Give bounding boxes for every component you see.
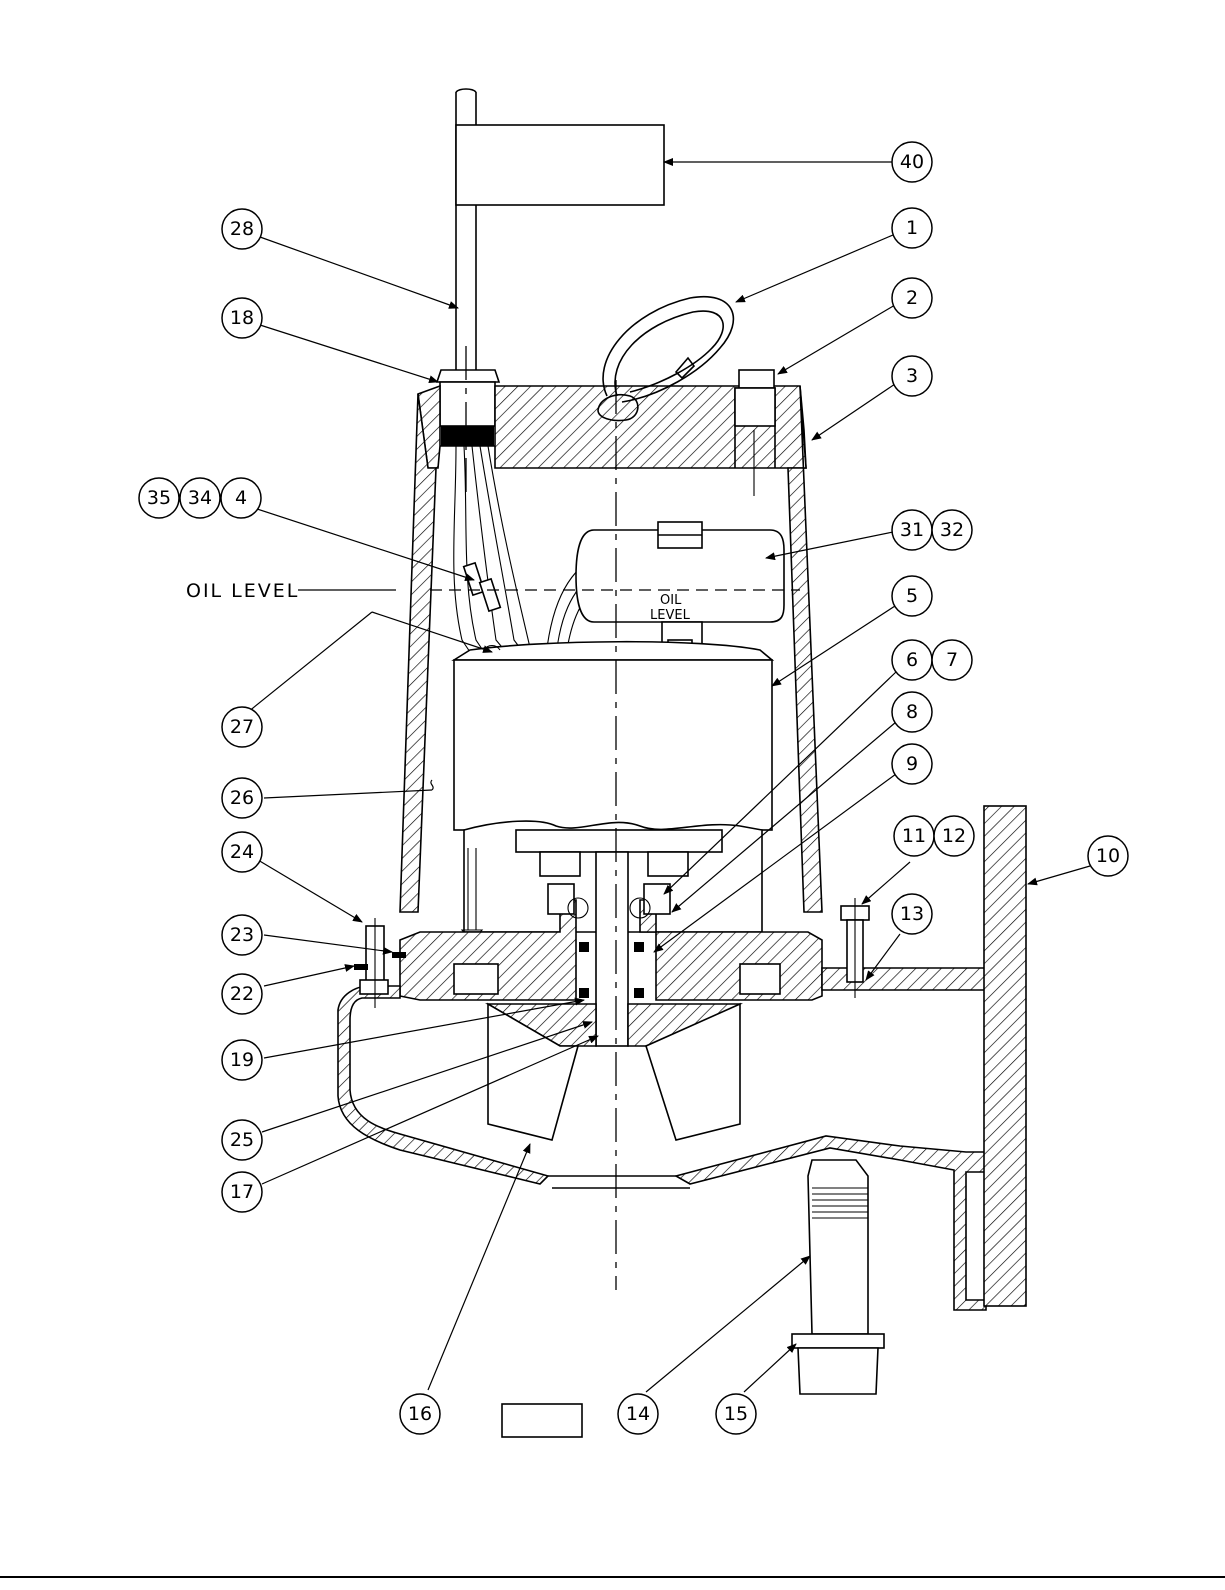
- callout-28: 28: [230, 218, 254, 240]
- callout-15: 15: [724, 1403, 748, 1425]
- discharge-flange: [984, 806, 1026, 1306]
- motor-shaft: [596, 852, 628, 1046]
- callout-24: 24: [230, 841, 254, 863]
- callout-32: 32: [940, 519, 964, 541]
- callout-2: 2: [906, 287, 918, 309]
- callout-16: 16: [408, 1403, 432, 1425]
- callout-18: 18: [230, 307, 254, 329]
- capacitor-oil-label: OIL: [660, 593, 682, 608]
- callout-8: 8: [906, 701, 918, 723]
- callout-22: 22: [230, 983, 254, 1005]
- callout-26: 26: [230, 787, 254, 809]
- oil-level-label: OIL LEVEL: [186, 580, 299, 602]
- callout-4: 4: [235, 487, 247, 509]
- capacitor: OIL LEVEL: [576, 522, 784, 656]
- callout-17: 17: [230, 1181, 254, 1203]
- callout-12: 12: [942, 825, 966, 847]
- callout-40: 40: [900, 151, 924, 173]
- callout-19: 19: [230, 1049, 254, 1071]
- capacitor-level-label: LEVEL: [650, 608, 691, 623]
- callout-34: 34: [188, 487, 212, 509]
- callout-13: 13: [900, 903, 924, 925]
- callout-6: 6: [906, 649, 918, 671]
- callout-23: 23: [230, 924, 254, 946]
- label-box: [502, 1404, 582, 1437]
- callout-25: 25: [230, 1129, 254, 1151]
- callout-31: 31: [900, 519, 924, 541]
- callout-7: 7: [946, 649, 958, 671]
- float-switch: [456, 89, 664, 372]
- callout-1: 1: [906, 217, 918, 239]
- callout-10: 10: [1096, 845, 1120, 867]
- callout-11: 11: [902, 825, 926, 847]
- suction-nozzle: [792, 1160, 884, 1394]
- callout-9: 9: [906, 753, 918, 775]
- callout-5: 5: [906, 585, 918, 607]
- cord-grip: [437, 370, 499, 446]
- callout-35: 35: [147, 487, 171, 509]
- callout-14: 14: [626, 1403, 650, 1425]
- callout-27: 27: [230, 716, 254, 738]
- callout-3: 3: [906, 365, 918, 387]
